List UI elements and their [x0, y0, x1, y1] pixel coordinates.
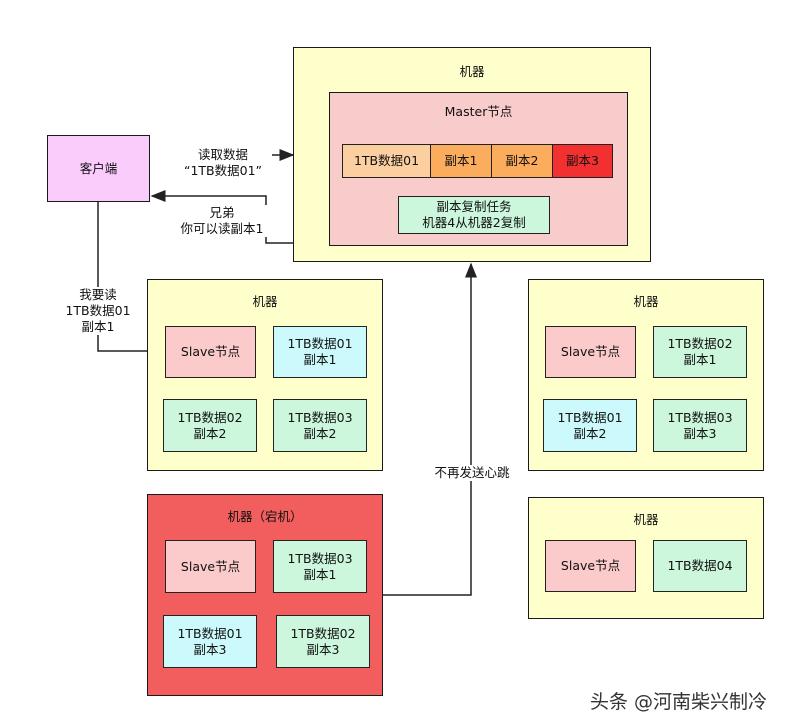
- replica-cell: 1TB数据01 副本3: [163, 615, 257, 668]
- machine-2-title: 机器: [252, 294, 278, 309]
- client-to-slave-label: 我要读 1TB数据01 副本1: [52, 287, 144, 335]
- machine-4-title: 机器: [633, 512, 659, 527]
- client-to-slave-arrow: [97, 202, 165, 357]
- watermark-text: 头条 @河南柴兴制冷: [590, 691, 768, 713]
- machine-dead: 机器（宕机） Slave节点 1TB数据03 副本1 1TB数据01 副本3 1…: [147, 494, 383, 696]
- replica-cell: 1TB数据03 副本3: [653, 399, 747, 452]
- machine-3: 机器 Slave节点 1TB数据02 副本1 1TB数据01 副本2 1TB数据…: [528, 279, 764, 471]
- replication-task-box: 副本复制任务 机器4从机器2复制: [398, 196, 550, 234]
- reply-label: 兄弟 你可以读副本1: [166, 205, 278, 237]
- replica-cell: 1TB数据03 副本2: [273, 399, 367, 452]
- slave-node: Slave节点: [545, 540, 636, 592]
- client-box: 客户端: [47, 135, 150, 202]
- slave-node: Slave节点: [165, 540, 256, 593]
- data-cell-1tb01: 1TB数据01: [342, 144, 431, 178]
- replica-cell: 1TB数据02 副本1: [653, 326, 747, 378]
- heartbeat-arrow: [383, 262, 477, 596]
- machine-4: 机器 Slave节点 1TB数据04: [528, 497, 764, 619]
- master-node-title: Master节点: [444, 104, 513, 119]
- master-machine-title: 机器: [459, 64, 485, 79]
- replica-cell: 1TB数据01 副本2: [543, 399, 637, 452]
- slave-node: Slave节点: [165, 326, 256, 378]
- read-request-label: 读取数据 “1TB数据01”: [183, 147, 263, 178]
- replica-cell: 1TB数据02 副本3: [276, 615, 370, 668]
- replica-cell: 1TB数据02 副本2: [163, 399, 257, 452]
- machine-2: 机器 Slave节点 1TB数据01 副本1 1TB数据02 副本2 1TB数据…: [147, 279, 383, 471]
- master-node: Master节点 1TB数据01 副本1 副本2 副本3 副本复制任务 机器4从…: [329, 92, 628, 246]
- machine-3-title: 机器: [633, 294, 659, 309]
- machine-dead-title: 机器（宕机）: [227, 509, 303, 524]
- replica-cell: 1TB数据03 副本1: [273, 540, 367, 593]
- master-machine: 机器 Master节点 1TB数据01 副本1 副本2 副本3 副本复制任务 机…: [293, 47, 651, 262]
- slave-node: Slave节点: [545, 326, 636, 378]
- data-cell-replica1: 副本1: [430, 144, 492, 178]
- replica-cell: 1TB数据01 副本1: [273, 326, 367, 378]
- data-cell-replica3: 副本3: [552, 144, 613, 178]
- no-heartbeat-label: 不再发送心跳: [422, 465, 522, 481]
- data-cell-replica2: 副本2: [491, 144, 553, 178]
- replica-cell: 1TB数据04: [653, 540, 747, 592]
